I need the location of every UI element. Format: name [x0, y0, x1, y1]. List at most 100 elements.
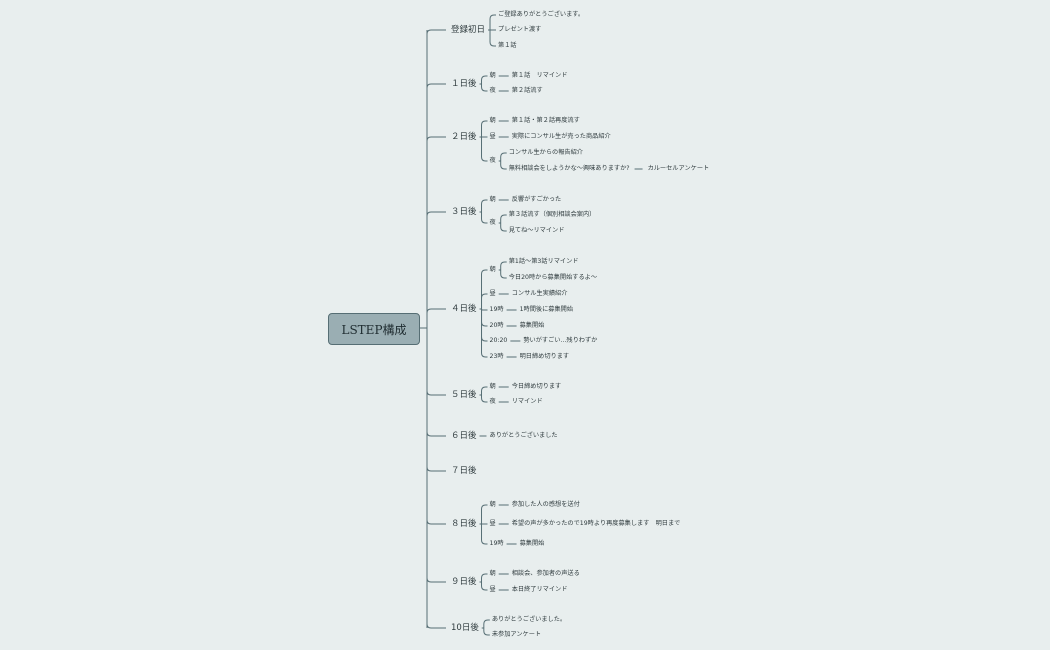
connector [426, 136, 446, 328]
connector [426, 328, 446, 396]
leaf-node[interactable]: コンサル生からの報告紹介 [508, 148, 583, 156]
leaf-node[interactable]: 募集開始 [519, 321, 545, 329]
branch-node[interactable]: プレゼント渡す [498, 25, 542, 33]
leaf-node[interactable]: 勢いがすごい...残りわずか [523, 336, 598, 344]
leaf-node[interactable]: 見てね〜リマインド [508, 226, 565, 234]
connector [481, 308, 488, 311]
branch-node[interactable]: 20時 [489, 321, 504, 329]
branch-node[interactable]: 朝 [489, 116, 496, 124]
leaf-node[interactable]: 募集開始 [519, 539, 545, 547]
connector [426, 328, 446, 583]
leaf-node[interactable]: 無料相談会をしようかな〜興味ありますか? [508, 164, 630, 172]
day-label[interactable]: ２日後 [451, 131, 477, 142]
connector [483, 628, 490, 636]
day-label[interactable]: ３日後 [451, 206, 477, 217]
branch-node[interactable]: 昼 [489, 132, 496, 140]
connector [481, 504, 488, 524]
branch-node[interactable]: 朝 [489, 71, 496, 79]
leaf-node[interactable]: 実際にコンサル生が売った商品紹介 [511, 132, 611, 140]
connector [481, 395, 488, 403]
connector [426, 328, 446, 525]
branch-node[interactable]: 昼 [489, 585, 496, 593]
branch-node[interactable]: 朝 [489, 265, 496, 273]
branch-node[interactable]: 昼 [489, 289, 496, 297]
connector [481, 75, 488, 84]
connector [500, 214, 507, 223]
connector [426, 328, 446, 437]
connector [481, 212, 488, 224]
connector [489, 14, 497, 30]
branch-node[interactable]: 朝 [489, 382, 496, 390]
leaf-node[interactable]: 反響がすごかった [511, 195, 562, 203]
branch-node[interactable]: ありがとうございました [489, 431, 558, 439]
branch-node[interactable]: 夜 [489, 86, 496, 94]
leaf-node[interactable]: 今日締め切ります [511, 382, 562, 390]
connector [481, 199, 488, 212]
day-label[interactable]: 登録初日 [451, 24, 486, 35]
connector [426, 29, 446, 328]
connector [500, 223, 507, 232]
day-label[interactable]: ５日後 [451, 389, 477, 400]
leaf-node[interactable]: 1時間後に募集開始 [519, 305, 574, 313]
leaf-node[interactable]: 第1話〜第3話リマインド [508, 257, 579, 265]
connector [481, 137, 488, 162]
connector [483, 619, 490, 628]
connector [489, 30, 497, 47]
connector [481, 120, 488, 137]
connector [481, 573, 488, 582]
day-label[interactable]: 10日後 [451, 622, 479, 633]
leaf-node[interactable]: 今日20時から募集開始するよ〜 [508, 273, 598, 281]
branch-node[interactable]: 23時 [489, 352, 504, 360]
branch-node[interactable]: 20:20 [489, 336, 508, 344]
branch-node[interactable]: ご登録ありがとうございます。 [498, 10, 585, 18]
connector [500, 161, 507, 170]
branch-node[interactable]: 夜 [489, 218, 496, 226]
leaf-node[interactable]: リマインド [511, 397, 543, 405]
branch-node[interactable]: 未参加アンケート [491, 630, 542, 638]
leaf-node[interactable]: 相談会、参加者の声送る [511, 569, 580, 577]
branch-node[interactable]: ありがとうございました。 [491, 615, 567, 623]
leaf-node[interactable]: 本日終了リマインド [511, 585, 568, 593]
day-label[interactable]: ８日後 [451, 518, 477, 529]
leaf-node[interactable]: 参加した人の感想を送付 [511, 500, 580, 508]
leaf-node[interactable]: 第１話 リマインド [511, 71, 568, 79]
root-node[interactable]: LSTEP構成 [328, 313, 420, 345]
connector [426, 308, 446, 328]
connector [481, 582, 488, 591]
day-label[interactable]: ９日後 [451, 576, 477, 587]
connector [481, 293, 488, 309]
connector [500, 261, 507, 270]
leaf-node[interactable]: 第１話・第２話再度流す [511, 116, 580, 124]
leaf-node[interactable]: 希望の声が多かったので19時より再度募集します 明日まで [511, 519, 681, 527]
connector [426, 328, 446, 472]
branch-node[interactable]: 夜 [489, 397, 496, 405]
connector [500, 270, 507, 279]
connector [426, 211, 446, 328]
leaf-node[interactable]: 第３話流す（個別相談会案内） [508, 210, 596, 218]
connector [426, 328, 446, 629]
branch-node[interactable]: 昼 [489, 519, 496, 527]
connector [426, 83, 446, 328]
day-label[interactable]: １日後 [451, 78, 477, 89]
day-label[interactable]: ４日後 [451, 303, 477, 314]
connector [500, 152, 507, 161]
branch-node[interactable]: 朝 [489, 500, 496, 508]
day-label[interactable]: ７日後 [451, 465, 477, 476]
connector [481, 269, 488, 309]
branch-node[interactable]: 19時 [489, 305, 504, 313]
connector [481, 84, 488, 92]
branch-node[interactable]: 19時 [489, 539, 504, 547]
leaf-node[interactable]: 明日締め切ります [519, 352, 570, 360]
leaf-node[interactable]: 第２話流す [511, 86, 543, 94]
connector [481, 386, 488, 395]
branch-node[interactable]: 朝 [489, 195, 496, 203]
leaf-node[interactable]: カルーセルアンケート [647, 164, 710, 172]
branch-node[interactable]: 朝 [489, 569, 496, 577]
connector [481, 309, 488, 358]
leaf-node[interactable]: コンサル生実績紹介 [511, 289, 568, 297]
branch-node[interactable]: 第１話 [498, 41, 517, 49]
branch-node[interactable]: 夜 [489, 156, 496, 164]
day-label[interactable]: ６日後 [451, 430, 477, 441]
